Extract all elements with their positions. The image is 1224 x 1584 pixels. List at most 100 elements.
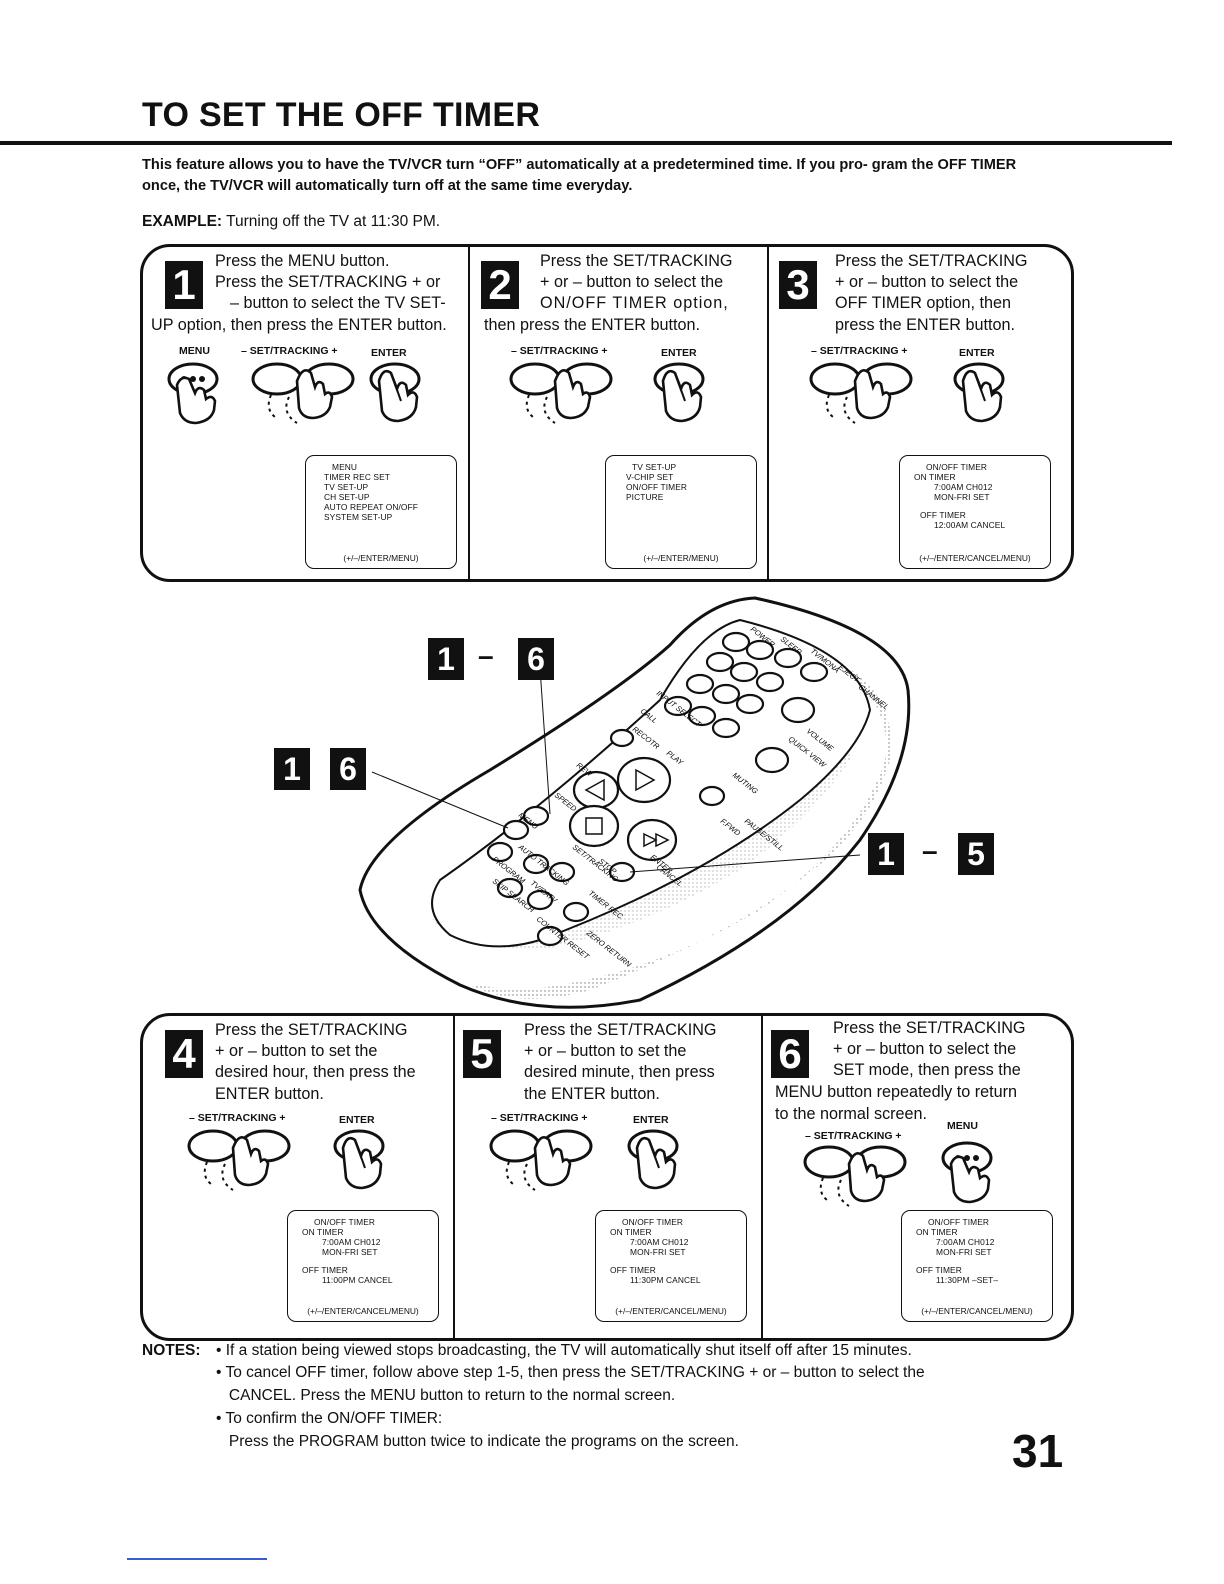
callout-tag: 6	[518, 638, 554, 680]
callout-tag: 5	[958, 833, 994, 875]
remote-button	[705, 651, 735, 673]
menu-button-press-icon	[941, 1141, 993, 1204]
button-label: – SET/TRACKING +	[811, 345, 908, 357]
remote-button	[496, 877, 524, 899]
tv-screen-setup: TV SET-UP V-CHIP SET ON/OFF TIMER PICTUR…	[605, 455, 757, 569]
tv-screen-menu: MENU TIMER REC SET TV SET-UP CH SET-UP A…	[305, 455, 457, 569]
button-label: – SET/TRACKING +	[805, 1130, 902, 1142]
remote-button	[663, 695, 693, 717]
steps-panel-top: 1 Press the MENU button. Press the SET/T…	[140, 244, 1074, 582]
enter-button-press-icon	[953, 362, 1005, 423]
remote-button	[721, 631, 751, 653]
step-line: ENTER button.	[215, 1085, 324, 1103]
step-line: – button to select the TV SET-	[230, 294, 446, 312]
remote-button	[754, 746, 790, 774]
step-line: ON/OFF TIMER option,	[540, 294, 729, 312]
set-tracking-press-icon	[809, 362, 913, 425]
divider	[453, 1016, 455, 1338]
button-label: ENTER	[959, 347, 995, 359]
intro-text: This feature allows you to have the TV/V…	[142, 157, 1017, 194]
divider	[761, 1016, 763, 1338]
screen-line: 11:30PM –SET–	[936, 1275, 999, 1285]
callout-dash: –	[922, 835, 938, 866]
set-tracking-press-icon	[803, 1145, 907, 1208]
rewind-button	[572, 770, 620, 810]
remote-button	[711, 717, 741, 739]
screen-line: 7:00AM CH012	[936, 1237, 995, 1247]
button-label: ENTER	[371, 347, 407, 359]
step-line: + or – button to select the	[835, 273, 1019, 291]
screen-line: MON-FRI SET	[630, 1247, 686, 1257]
button-label: MENU	[947, 1120, 978, 1132]
screen-line: OFF TIMER	[610, 1265, 656, 1275]
step-line: to the normal screen.	[775, 1105, 928, 1123]
step-line: Press the SET/TRACKING	[835, 252, 1028, 270]
screen-line: MON-FRI SET	[934, 492, 990, 502]
screen-line: ON/OFF TIMER	[622, 1217, 684, 1227]
screen-line: TIMER REC SET	[324, 472, 390, 482]
callout-tag: 1	[274, 748, 310, 790]
step-number: 5	[463, 1030, 501, 1078]
button-label: MENU	[179, 345, 210, 357]
example-text: Turning off the TV at 11:30 PM.	[222, 213, 441, 230]
stop-button	[568, 804, 620, 848]
screen-footer: (+/–/ENTER/MENU)	[643, 553, 719, 563]
tv-screen-off-hour: ON/OFF TIMER ON TIMER 7:00AM CH012 MON-F…	[287, 1210, 439, 1322]
enter-button-press-icon	[627, 1129, 679, 1190]
set-tracking-press-icon	[509, 362, 613, 425]
screen-line: ON TIMER	[302, 1227, 344, 1237]
step-line: + or – button to set the	[524, 1042, 687, 1060]
remote-button	[548, 861, 576, 883]
screen-footer: (+/–/ENTER/MENU)	[343, 553, 419, 563]
note-item: • To cancel OFF timer, follow above step…	[216, 1364, 925, 1381]
callout-tag: 6	[330, 748, 366, 790]
note-item: CANCEL. Press the MENU button to return …	[216, 1387, 676, 1404]
screen-line: ON/OFF TIMER	[928, 1217, 990, 1227]
button-label: – SET/TRACKING +	[511, 345, 608, 357]
remote-button	[773, 647, 803, 669]
screen-line: V-CHIP SET	[626, 472, 674, 482]
step-line: Press the SET/TRACKING + or	[215, 273, 441, 291]
remote-button	[711, 683, 741, 705]
remote-button	[522, 805, 550, 827]
step-line: OFF TIMER option, then	[835, 294, 1012, 312]
enter-button-press-icon	[369, 362, 421, 423]
screen-line: TV SET-UP	[324, 482, 369, 492]
set-tracking-press-icon	[187, 1129, 291, 1192]
page-number: 31	[1012, 1425, 1064, 1477]
button-label: ENTER	[633, 1114, 669, 1126]
enter-button-press-icon	[333, 1129, 385, 1190]
remote-button	[526, 889, 554, 911]
button-label: – SET/TRACKING +	[241, 345, 338, 357]
step-number: 3	[779, 261, 817, 309]
note-item: • To confirm the ON/OFF TIMER:	[216, 1410, 443, 1427]
step-line: + or – button to set the	[215, 1042, 378, 1060]
divider	[468, 247, 470, 579]
tv-screen-off-minute: ON/OFF TIMER ON TIMER 7:00AM CH012 MON-F…	[595, 1210, 747, 1322]
screen-line: ON/OFF TIMER	[314, 1217, 376, 1227]
step-line: SET mode, then press the	[833, 1061, 1021, 1079]
step-line: desired hour, then press the	[215, 1063, 416, 1081]
footer-line	[127, 1558, 267, 1560]
remote-button	[735, 693, 765, 715]
button-label: – SET/TRACKING +	[491, 1112, 588, 1124]
step-number: 4	[165, 1030, 203, 1078]
step-line: Press the SET/TRACKING	[833, 1019, 1026, 1037]
screen-line: 11:30PM CANCEL	[630, 1275, 701, 1285]
screen-line: CH SET-UP	[324, 492, 370, 502]
remote-arrows	[584, 768, 670, 848]
remote-button	[486, 841, 514, 863]
step-line: Press the SET/TRACKING	[215, 1021, 408, 1039]
steps-panel-bottom: 4 Press the SET/TRACKING + or – button t…	[140, 1013, 1074, 1341]
step-line: + or – button to select the	[833, 1040, 1017, 1058]
callout-dash: –	[478, 640, 494, 671]
example-label: EXAMPLE:	[142, 213, 223, 230]
step-number: 1	[165, 261, 203, 309]
step-number: 2	[481, 261, 519, 309]
screen-line: 7:00AM CH012	[630, 1237, 689, 1247]
step-line: MENU button repeatedly to return	[775, 1083, 1018, 1101]
step-number: 6	[771, 1030, 809, 1078]
screen-footer: (+/–/ENTER/CANCEL/MENU)	[921, 1306, 1033, 1316]
remote-button	[780, 696, 816, 724]
